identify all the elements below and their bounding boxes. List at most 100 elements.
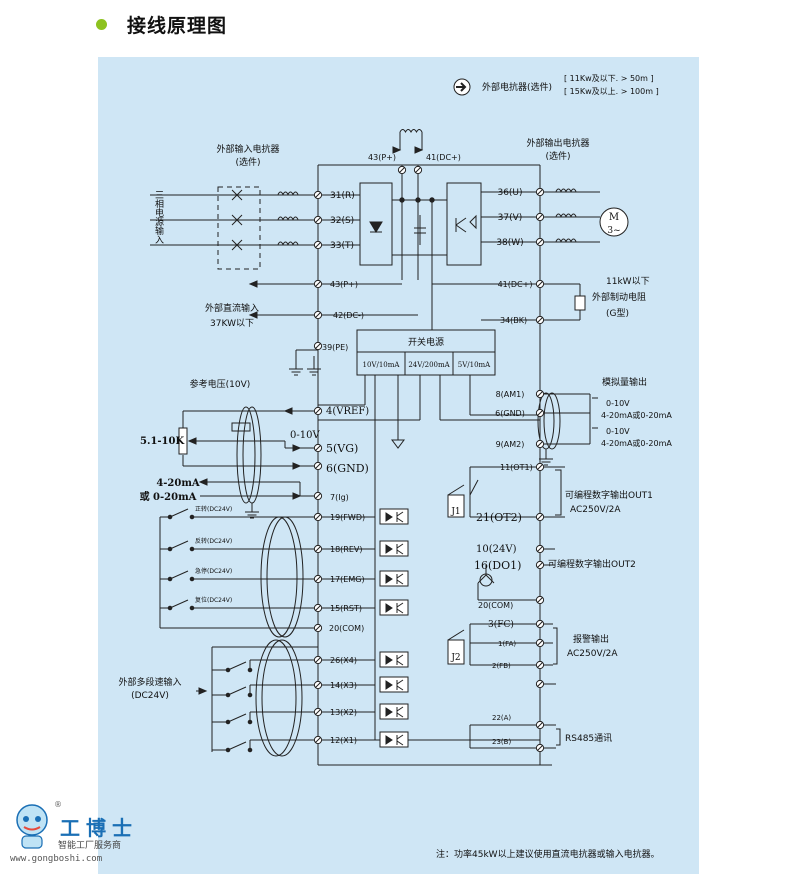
- breaker-x: [231, 189, 243, 201]
- relay-coil-j1-icon: [447, 494, 465, 518]
- switch-label-rst: 复位(DC24V): [195, 596, 232, 604]
- terminal-slash: [537, 722, 543, 728]
- out1-label: 可编程数字输出OUT1: [565, 489, 653, 501]
- optocoupler-icon: [379, 508, 409, 525]
- inductor-icon: [555, 188, 577, 193]
- terminal-label-do1: 16(DO1): [474, 559, 521, 572]
- terminal-slash: [537, 391, 543, 397]
- do-transistor: [477, 574, 487, 584]
- terminal-slash: [315, 192, 321, 198]
- terminal-label-b: 23(B): [492, 738, 511, 746]
- input-reactor-opt: (选件): [235, 156, 260, 168]
- terminal-slash: [537, 214, 543, 220]
- opto-transistor: [396, 679, 404, 685]
- terminal-slash: [537, 546, 543, 552]
- motor-phase: 3~: [607, 226, 620, 236]
- terminal-slash: [537, 681, 543, 687]
- opto-transistor: [396, 608, 404, 614]
- terminal-slash: [537, 441, 543, 447]
- relay-coil-slash: [447, 629, 465, 641]
- terminal-label-com-in: 20(COM): [329, 624, 364, 633]
- terminal-label-p-top: 43(P+): [368, 153, 396, 162]
- psu-5v: 5V/10mA: [458, 361, 491, 369]
- switch-blade: [169, 508, 189, 518]
- terminal-label-x3: 14(X3): [330, 681, 357, 690]
- opto-led: [385, 680, 393, 690]
- terminal-slash: [537, 239, 543, 245]
- terminal-label-dc-top: 41(DC+): [426, 153, 461, 162]
- breaker-box: [217, 186, 261, 270]
- legend-label: 外部电抗器(选件): [482, 81, 552, 93]
- breaker-x: [231, 214, 243, 226]
- alarm-rating: AC250V/2A: [567, 649, 618, 659]
- terminal-label-p-mid: 43(P+): [330, 280, 358, 289]
- opto-transistor: [396, 660, 404, 666]
- inductor-icon: [277, 191, 299, 196]
- terminal-slash: [537, 410, 543, 416]
- logo-slogan: 智能工厂服务商: [58, 841, 122, 851]
- shield-cable-icon: [261, 639, 303, 757]
- v-range-label: 0-10V: [290, 430, 320, 441]
- brake-resistor-icon: [574, 295, 586, 311]
- psu-10v: 10V/10mA: [363, 361, 401, 369]
- switch-contact: [247, 719, 253, 725]
- legend-line-2: [ 15Kw及以上. > 100m ]: [564, 87, 659, 96]
- terminal-label-gnd_out: 6(GND): [495, 409, 525, 418]
- opto-led: [385, 544, 393, 554]
- brake-power: 11kW以下: [606, 277, 650, 287]
- switch-label-rev: 反转(DC24V): [195, 537, 232, 545]
- relay-coil-j2-icon: [447, 639, 465, 665]
- ao2-voltage: 0-10V: [606, 427, 630, 436]
- switch-contact: [189, 546, 195, 552]
- switch-label-emg: 急停(DC24V): [195, 567, 232, 575]
- three-phase-label: 三相电源输入: [153, 190, 164, 244]
- breaker-x: [231, 239, 243, 251]
- shield-cable-icon: [543, 392, 561, 450]
- terminal-label-fc: 3(FC): [488, 619, 514, 630]
- shield-cable-icon: [255, 639, 297, 757]
- optocoupler-icon: [379, 651, 409, 668]
- terminal-label-u: 36(U): [497, 188, 522, 198]
- bracket: [592, 397, 598, 429]
- terminal-slash: [315, 463, 321, 469]
- potentiometer-icon: [178, 427, 188, 455]
- switch-blade: [227, 686, 247, 696]
- inductor-icon: [555, 213, 577, 218]
- terminal-label-x2: 13(X2): [330, 708, 357, 717]
- switch-contact: [247, 747, 253, 753]
- input-reactor-label: 外部输入电抗器: [216, 143, 279, 155]
- terminal-slash: [315, 445, 321, 451]
- optocoupler-icon: [379, 676, 409, 693]
- multi-speed-v: (DC24V): [131, 691, 169, 701]
- terminal-label-fb: 2(FB): [492, 662, 511, 670]
- switch-contact: [189, 514, 195, 520]
- motor-icon: [599, 207, 629, 237]
- signal-box: [231, 422, 251, 432]
- junction-dot-icon: [415, 197, 421, 203]
- inductor-icon: [555, 238, 577, 243]
- terminal-label-a: 22(A): [492, 714, 511, 722]
- current-in-label: 4-20mA: [156, 478, 200, 489]
- optocoupler-icon: [379, 599, 409, 616]
- switch-blade: [227, 741, 247, 751]
- inductor-icon: [277, 216, 299, 221]
- brake-resistor-label: 外部制动电阻: [592, 291, 646, 303]
- company-logo: ® 工博士 智能工厂服务商 www.gongboshi.com: [8, 800, 148, 866]
- terminal-label-ot2: 21(OT2): [476, 511, 522, 524]
- terminal-label-w: 38(W): [496, 238, 523, 248]
- opto-transistor: [396, 602, 404, 608]
- switch-blade: [169, 540, 189, 550]
- terminal-label-ig: 7(Ig): [330, 493, 349, 502]
- component-symbols: [167, 78, 629, 757]
- optocoupler-icon: [379, 540, 409, 557]
- ao2-current: 4-20mA或0-20mA: [601, 438, 672, 448]
- terminal-slash: [415, 167, 421, 173]
- rs485-label: RS485通讯: [565, 733, 612, 744]
- legend-line-1: [ 11Kw及以下. > 50m ]: [564, 74, 654, 83]
- arrow-right-icon: [392, 146, 402, 154]
- opto-transistor: [396, 654, 404, 660]
- terminal-slash: [315, 281, 321, 287]
- terminal-slash: [315, 514, 321, 520]
- rectifier-diode-icon: [369, 221, 383, 233]
